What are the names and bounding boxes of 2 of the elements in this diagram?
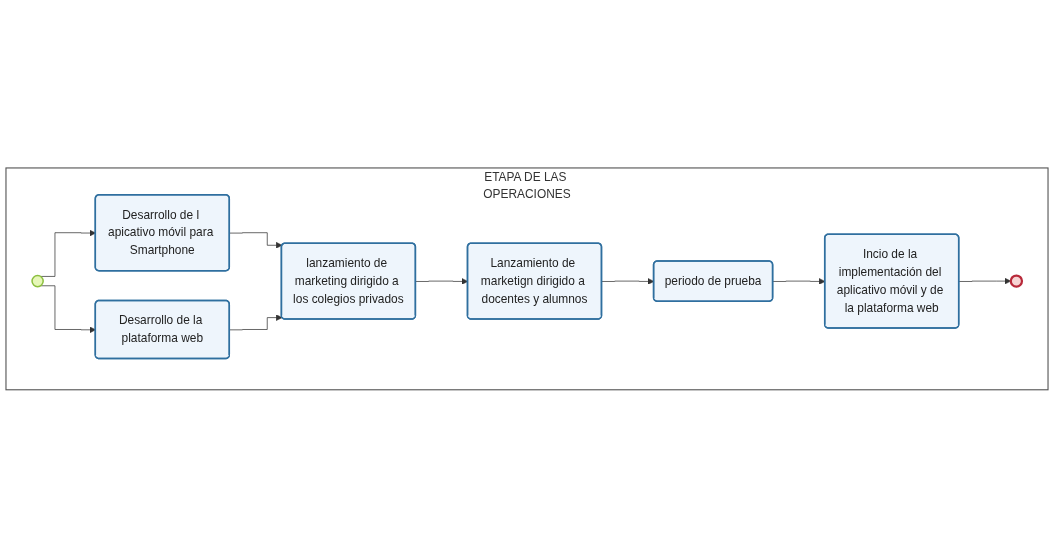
node-circle — [1009, 274, 1024, 288]
node-circle — [31, 274, 44, 288]
